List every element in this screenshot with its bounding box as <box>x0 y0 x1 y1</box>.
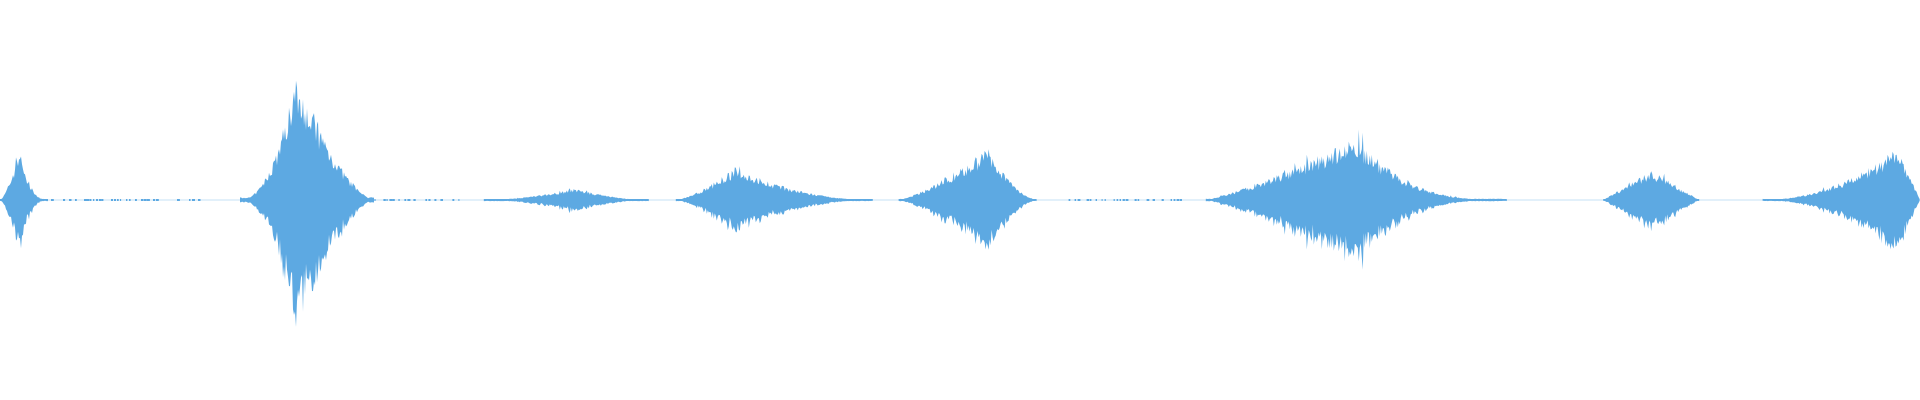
waveform-noise-tick <box>189 199 191 201</box>
waveform-noise-tick <box>153 199 156 201</box>
waveform-noise-tick <box>84 199 87 201</box>
waveform-noise-tick <box>1074 199 1077 201</box>
waveform-noise-tick <box>120 199 122 201</box>
waveform-noise-tick <box>111 199 113 201</box>
waveform-noise-tick <box>75 199 77 201</box>
waveform-noise-tick <box>1122 199 1125 201</box>
waveform-noise-tick <box>389 199 393 201</box>
waveform-noise-tick <box>458 199 460 201</box>
waveform-noise-tick <box>51 199 54 201</box>
waveform-noise-tick <box>425 199 428 201</box>
waveform-noise-tick <box>1095 199 1097 201</box>
waveform-noise-tick <box>1086 199 1089 201</box>
waveform-noise-tick <box>1116 199 1119 201</box>
waveform-noise-tick <box>398 199 400 201</box>
waveform-noise-tick <box>102 199 104 201</box>
waveform-noise-tick <box>428 199 431 201</box>
waveform-noise-tick <box>1089 199 1092 201</box>
waveform-noise-tick <box>126 199 128 201</box>
waveform-noise-tick <box>1152 199 1155 201</box>
waveform-noise-tick <box>99 199 102 201</box>
waveform-noise-tick <box>114 199 116 201</box>
waveform-noise-tick <box>407 199 411 201</box>
waveform-noise-tick <box>117 199 119 201</box>
waveform-noise-tick <box>147 199 150 201</box>
waveform-noise-tick <box>144 199 147 201</box>
waveform-noise-tick <box>1134 199 1137 201</box>
waveform-noise-tick <box>1113 199 1115 201</box>
waveform-noise-tick <box>1179 199 1182 201</box>
waveform-noise-tick <box>69 199 72 201</box>
waveform-noise-tick <box>1119 199 1121 201</box>
waveform-noise-tick <box>386 199 388 201</box>
waveform-burst-7 <box>1603 171 1700 232</box>
waveform-noise-tick <box>141 199 144 201</box>
waveform-noise-tick <box>383 199 386 201</box>
waveform-noise-tick <box>404 199 407 201</box>
waveform-noise-tick <box>1173 199 1176 201</box>
waveform-burst-2 <box>240 80 374 327</box>
waveform-noise-tick <box>1104 199 1106 201</box>
waveform-noise-tick <box>392 199 395 201</box>
waveform-noise-tick <box>452 199 455 201</box>
waveform-noise-tick <box>1137 199 1140 201</box>
waveform-noise-tick <box>129 199 131 201</box>
waveform-burst-8 <box>1762 151 1920 250</box>
waveform-burst-3 <box>483 188 649 214</box>
waveform-segments <box>0 80 1920 327</box>
waveform-noise-tick <box>135 199 137 201</box>
waveform-noise-tick <box>1170 199 1172 201</box>
waveform-noise-tick <box>1161 199 1164 201</box>
waveform-noise-tick <box>440 199 443 201</box>
waveform-noise-tick <box>1101 199 1103 201</box>
waveform-noise-tick <box>87 199 90 201</box>
waveform-noise-tick <box>1176 199 1180 201</box>
waveform-noise-tick <box>434 199 437 201</box>
waveform-burst-6 <box>1205 129 1507 270</box>
waveform-noise-tick <box>1077 199 1081 201</box>
waveform-burst-1 <box>0 156 48 249</box>
waveform-noise-tick <box>156 199 159 201</box>
waveform-noise-tick <box>1068 199 1071 201</box>
waveform-burst-4 <box>675 166 873 233</box>
waveform-noise-tick <box>177 199 180 201</box>
waveform-noise-tick <box>1146 199 1150 201</box>
waveform-noise-tick <box>198 199 201 201</box>
waveform-noise-tick <box>1125 199 1129 201</box>
waveform-noise-tick <box>413 199 416 201</box>
waveform-noise-tick <box>96 199 99 201</box>
waveform-noise-tick <box>90 199 92 201</box>
waveform-noise-tick <box>63 199 66 201</box>
waveform-noise-tick <box>374 199 376 201</box>
waveform-noise-tick <box>93 199 95 201</box>
waveform-burst-5 <box>898 149 1037 250</box>
waveform-noise-tick <box>192 199 195 201</box>
